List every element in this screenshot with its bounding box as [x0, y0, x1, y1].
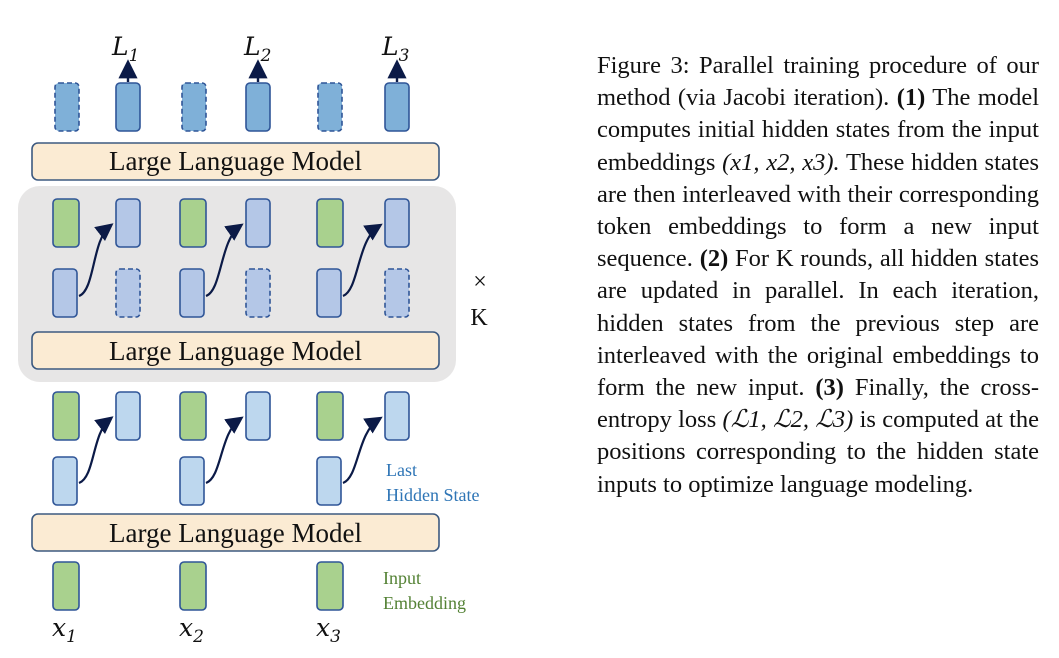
placeholder-token	[115, 268, 141, 318]
input-embedding-token	[179, 198, 207, 248]
step3-text2: is computed at the positions correspondi…	[597, 406, 1040, 498]
figure-label: Figure 3:	[597, 52, 690, 79]
interleave-arrow	[78, 223, 114, 298]
loss-label-3: L3	[381, 32, 409, 66]
figure-caption: Figure 3: Parallel training procedure of…	[597, 50, 1039, 501]
step3-marker: (3)	[815, 374, 844, 402]
input-embedding-token	[316, 561, 344, 611]
output-hidden-state	[245, 82, 271, 132]
output-hidden-state	[384, 82, 410, 132]
hidden-state-token	[245, 198, 271, 248]
loss-label-2: L2	[243, 32, 271, 66]
llm-label-loop: Large Language Model	[109, 336, 362, 366]
last-hidden-state-label: Last	[386, 460, 417, 480]
step1-text: The model computes initial hidden states…	[597, 84, 1039, 176]
input-embedding-token	[179, 561, 207, 611]
loop-interleave-arrows	[78, 223, 383, 298]
input-embedding-token	[316, 391, 344, 441]
output-placeholder-token	[54, 82, 80, 132]
initial-interleave-arrows	[78, 416, 383, 485]
step2-marker: (2)	[699, 245, 729, 273]
last-hidden-state-token	[179, 456, 205, 506]
hidden-state-token	[179, 268, 205, 318]
loop-lower-row	[52, 268, 410, 318]
output-hidden-state	[115, 82, 141, 132]
last-hidden-state-token	[52, 456, 78, 506]
interleave-arrow	[78, 416, 114, 485]
input-token-label-1: x1	[52, 613, 77, 647]
hidden-state-token	[384, 198, 410, 248]
input-embedding-label-line2: Embedding	[383, 593, 466, 613]
last-hidden-state-token	[245, 391, 271, 441]
input-token-label-3: x3	[316, 613, 341, 647]
input-embedding-token	[179, 391, 207, 441]
last-hidden-state-label-line2: Hidden State	[386, 485, 479, 505]
output-placeholder-token	[181, 82, 207, 132]
interleave-arrow	[205, 223, 244, 298]
input-embedding-token	[52, 391, 80, 441]
output-placeholder-token	[317, 82, 343, 132]
placeholder-token	[245, 268, 271, 318]
step1-text2: These hidden states are then interleaved…	[597, 148, 1039, 273]
step2-text: For K rounds, all hidden states are upda…	[597, 245, 1039, 402]
loss-arrows	[118, 59, 407, 82]
output-row	[54, 82, 410, 132]
llm-block-bottom	[31, 513, 440, 552]
llm-label-bottom: Large Language Model	[109, 518, 362, 548]
step1-math: (x1, x2, x3).	[722, 148, 840, 176]
loop-times-symbol: ×	[473, 269, 487, 295]
input-embedding-row	[52, 561, 344, 611]
input-embedding-token	[52, 561, 80, 611]
step1-marker: (1)	[896, 84, 926, 112]
caption-intro: Parallel training procedure of our metho…	[597, 52, 1040, 112]
loop-upper-row	[52, 198, 410, 248]
step3-text: Finally, the cross-entropy loss	[597, 374, 1040, 434]
step3-math: (ℒ1, ℒ2, ℒ3)	[722, 406, 854, 434]
llm-block-loop	[31, 331, 440, 370]
input-embedding-token	[316, 198, 344, 248]
hidden-state-token	[115, 198, 141, 248]
jacobi-training-diagram: L1 L2 L3 Large Language Model Large Lang…	[18, 32, 488, 647]
last-hidden-state-token	[384, 391, 410, 441]
input-embedding-token	[52, 198, 80, 248]
input-embedding-label: Input	[383, 568, 421, 588]
interleave-arrow	[342, 416, 383, 485]
llm-label-top: Large Language Model	[109, 146, 362, 176]
hidden-state-token	[316, 268, 342, 318]
initial-lower-row	[52, 456, 342, 506]
placeholder-token	[384, 268, 410, 318]
loss-label-1: L1	[111, 32, 139, 66]
input-token-label-2: x2	[179, 613, 204, 647]
last-hidden-state-token	[115, 391, 141, 441]
hidden-state-token	[52, 268, 78, 318]
interleave-arrow	[342, 223, 383, 298]
loop-count-k: K	[470, 305, 488, 331]
initial-upper-row	[52, 391, 410, 441]
interleave-arrow	[205, 416, 244, 485]
llm-block-top	[31, 142, 440, 181]
last-hidden-state-token	[316, 456, 342, 506]
